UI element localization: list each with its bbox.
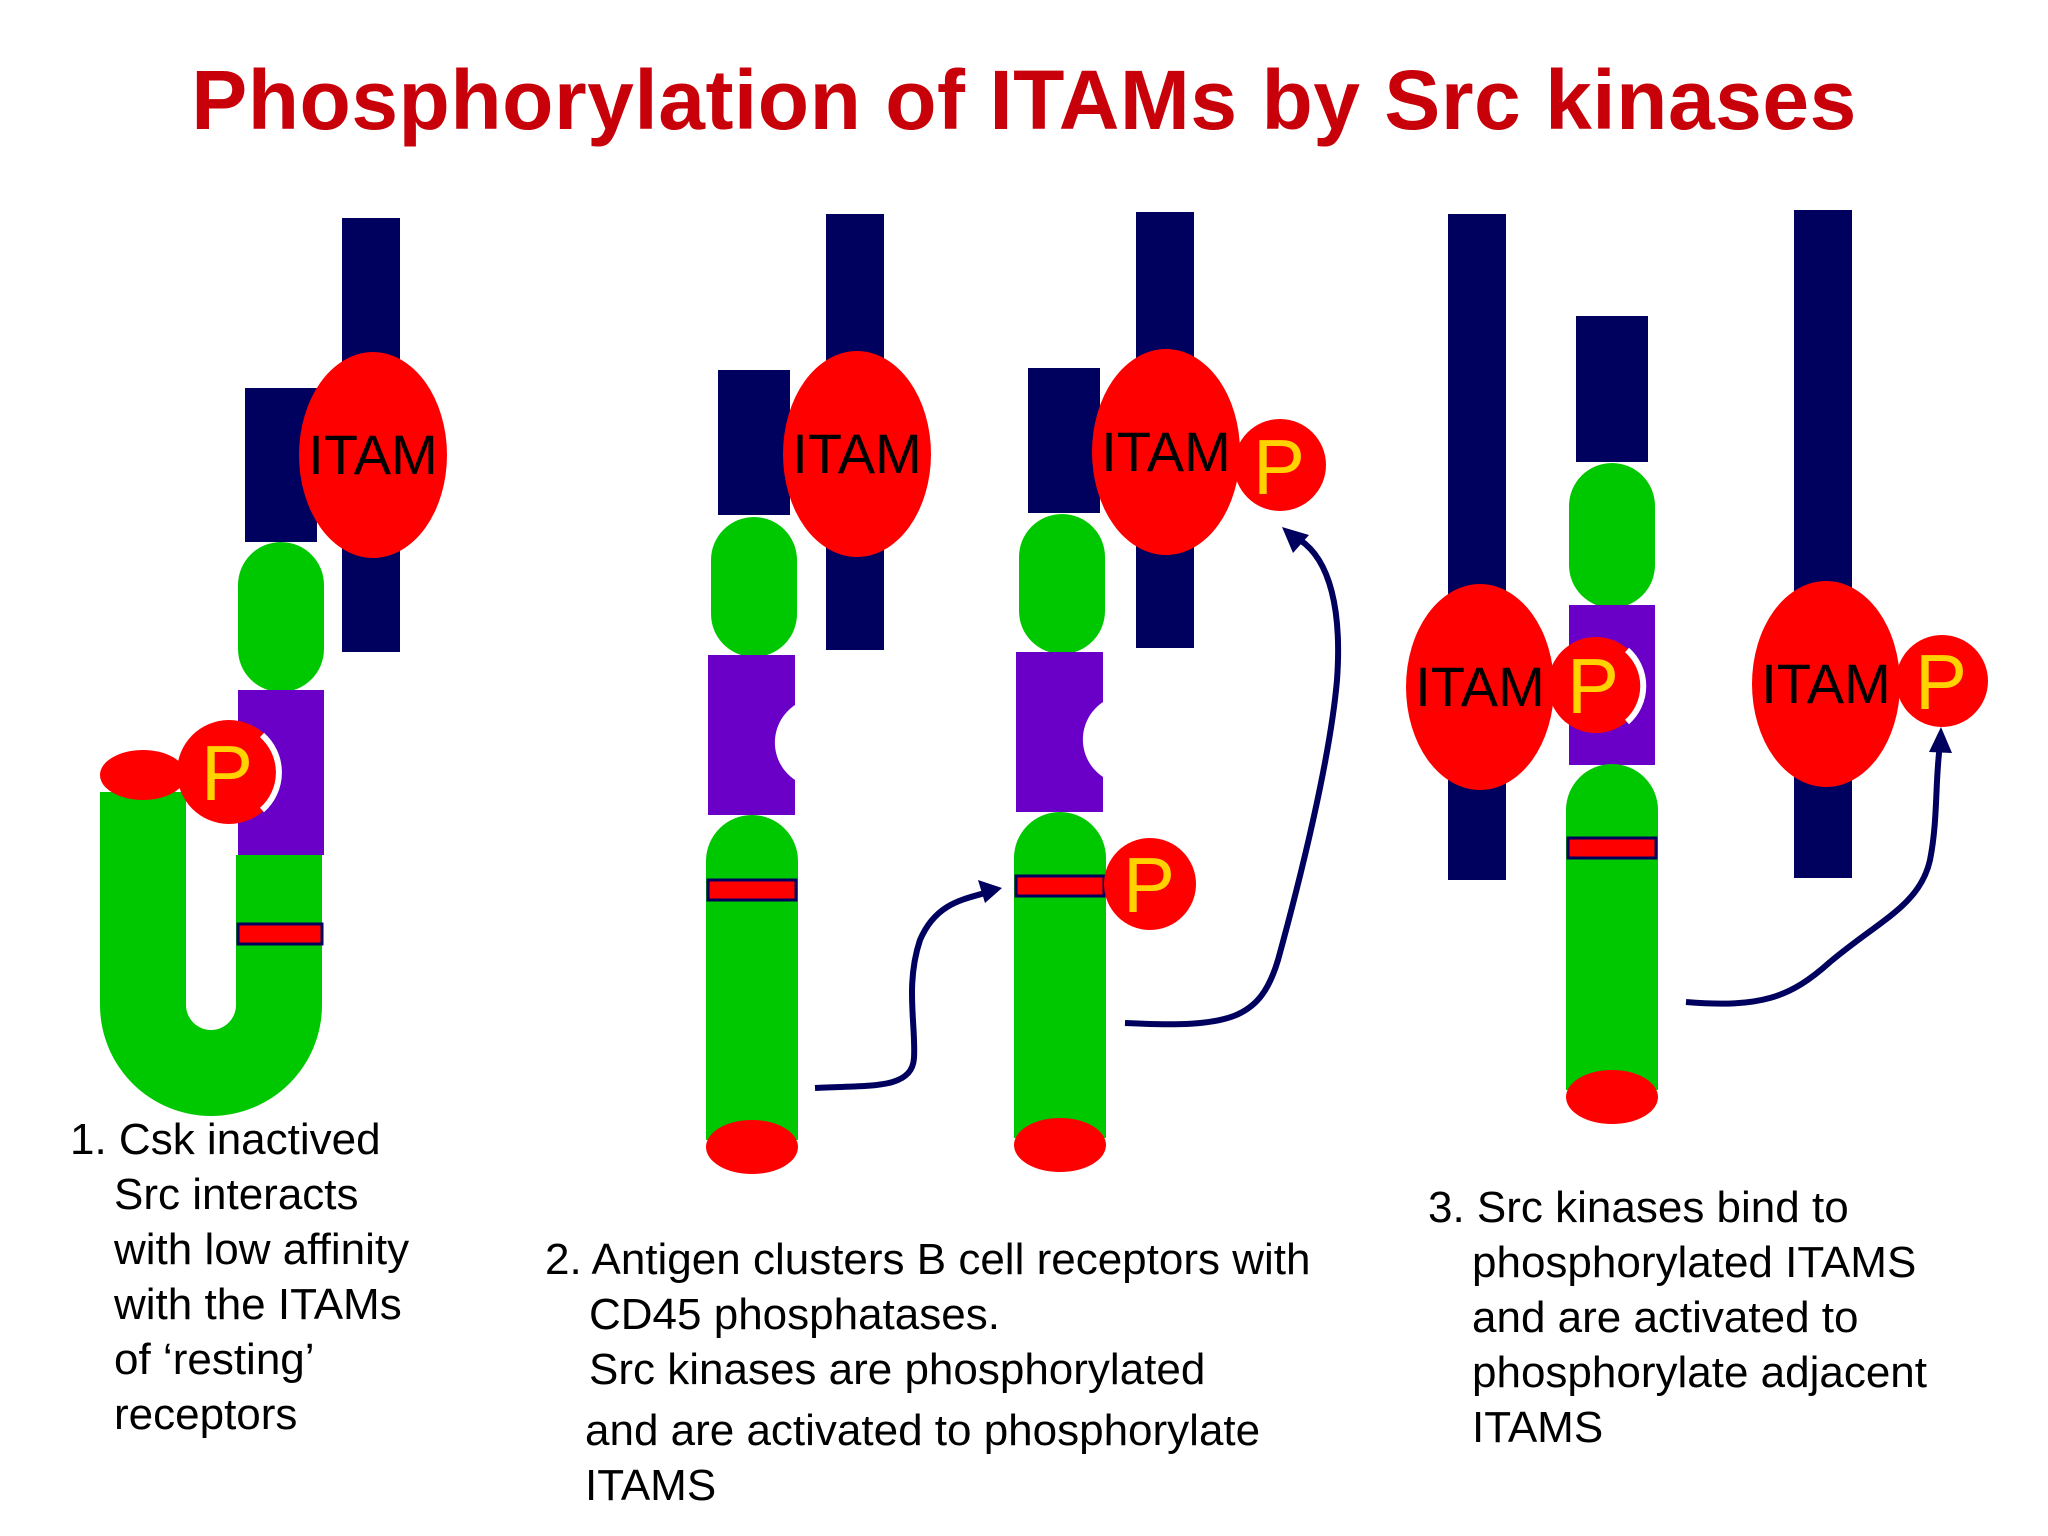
caption-step-2: 2. Antigen clusters B cell receptors wit…: [545, 1232, 1310, 1513]
phosphate: P: [1548, 637, 1647, 733]
phosphate-label: P: [1123, 841, 1175, 929]
panel-1-resting-receptor: ITAM P: [100, 218, 447, 1116]
arrowhead-icon: [1929, 727, 1952, 753]
c-terminal-cap: [100, 750, 186, 800]
caption-line: Src kinases are phosphorylated: [589, 1345, 1206, 1394]
kinase-domain: [1569, 463, 1655, 608]
kinase-domain: [238, 542, 324, 692]
receptor-chain: [718, 370, 790, 515]
sh2-domain: [708, 655, 795, 815]
itam: ITAM: [1752, 581, 1900, 787]
sh2-domain: [1016, 652, 1103, 812]
caption-line: and are activated to phosphorylate: [585, 1406, 1261, 1455]
kinase-domain: [711, 517, 797, 657]
phosphate-label: P: [1567, 642, 1619, 730]
phosphate: P: [1104, 838, 1196, 930]
panel-3-activated: ITAM P ITAM P: [1406, 210, 1988, 1124]
itam-label: ITAM: [1761, 652, 1891, 715]
itam-label: ITAM: [308, 423, 438, 486]
activation-loop: [1566, 836, 1658, 860]
activation-loop: [706, 878, 798, 902]
phosphate: P: [1896, 635, 1988, 727]
itam-label: ITAM: [792, 422, 922, 485]
kinase-domain-body: [1014, 858, 1106, 1138]
caption-line: receptors: [114, 1390, 298, 1439]
diagram-title: Phosphorylation of ITAMs by Src kinases: [191, 53, 1857, 147]
phosphate-label: P: [201, 729, 253, 817]
c-terminal-cap: [1566, 1070, 1658, 1124]
caption-step-1: 1. Csk inactived Src interacts with low …: [70, 1112, 409, 1442]
kinase-tail: [100, 792, 322, 1116]
phosphate-label: P: [1253, 423, 1305, 511]
panel-2-kinase-a: ITAM: [706, 214, 1002, 1174]
activation-loop: [236, 922, 324, 946]
activation-loop: [1014, 874, 1106, 898]
phosphorylation-arrow: [1124, 537, 1342, 1028]
itam: ITAM: [783, 351, 931, 557]
itam: ITAM: [1406, 584, 1554, 790]
caption-line: 3. Src kinases bind to: [1428, 1183, 1849, 1232]
caption-line: ITAMS: [585, 1461, 717, 1510]
arrowhead-icon: [1282, 527, 1309, 553]
caption-line: 2. Antigen clusters B cell receptors wit…: [545, 1235, 1311, 1284]
caption-line: of ‘resting’: [114, 1335, 315, 1384]
caption-line: with the ITAMs: [114, 1280, 402, 1329]
phosphate: P: [1234, 419, 1326, 511]
receptor-chain: [1028, 368, 1100, 513]
caption-line: with low affinity: [114, 1225, 410, 1274]
itam-label: ITAM: [1101, 420, 1231, 483]
itam-label: ITAM: [1415, 655, 1545, 718]
caption-line: 1. Csk inactived: [70, 1115, 381, 1164]
panel-2-kinase-b: ITAM P P: [1014, 212, 1342, 1172]
caption-line: phosphorylate adjacent: [1472, 1348, 1927, 1397]
itam: ITAM: [1092, 349, 1240, 555]
caption-line: and are activated to: [1472, 1293, 1859, 1342]
c-terminal-cap: [706, 1120, 798, 1174]
itam: ITAM: [299, 352, 447, 558]
phosphorylation-arrow: [814, 890, 986, 1091]
caption-step-3: 3. Src kinases bind to phosphorylated IT…: [1428, 1180, 1927, 1455]
phosphate: P: [177, 720, 282, 824]
receptor-chain: [1576, 316, 1648, 462]
kinase-domain-body: [706, 860, 798, 1140]
caption-line: CD45 phosphatases.: [589, 1290, 1000, 1339]
c-terminal-cap: [1014, 1118, 1106, 1172]
arrowhead-icon: [978, 880, 1002, 903]
kinase-domain: [1019, 514, 1105, 654]
phosphorylation-arrow: [1685, 744, 1943, 1007]
caption-line: phosphorylated ITAMS: [1472, 1238, 1917, 1287]
caption-line: Src interacts: [114, 1170, 359, 1219]
phosphate-label: P: [1915, 638, 1967, 726]
caption-line: ITAMS: [1472, 1403, 1604, 1452]
